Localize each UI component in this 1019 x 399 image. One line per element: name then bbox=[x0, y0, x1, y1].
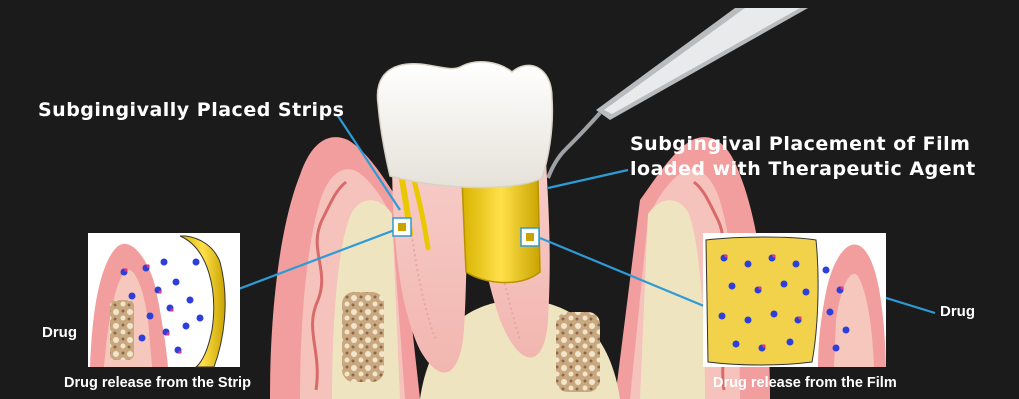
label-film-line-1: Subgingival Placement of Film bbox=[630, 132, 970, 156]
film-release-inset bbox=[703, 233, 886, 367]
caption-strip-release: Drug release from the Strip bbox=[64, 374, 251, 392]
label-subgingivally-placed-strips: Subgingivally Placed Strips bbox=[38, 98, 344, 122]
caption-film-release: Drug release from the Film bbox=[713, 374, 897, 392]
label-drug-left: Drug bbox=[42, 324, 77, 341]
label-film-line-2: loaded with Therapeutic Agent bbox=[630, 157, 976, 181]
strip-release-inset bbox=[88, 233, 240, 367]
label-drug-right: Drug bbox=[940, 303, 975, 320]
tooth-crown bbox=[377, 62, 552, 188]
